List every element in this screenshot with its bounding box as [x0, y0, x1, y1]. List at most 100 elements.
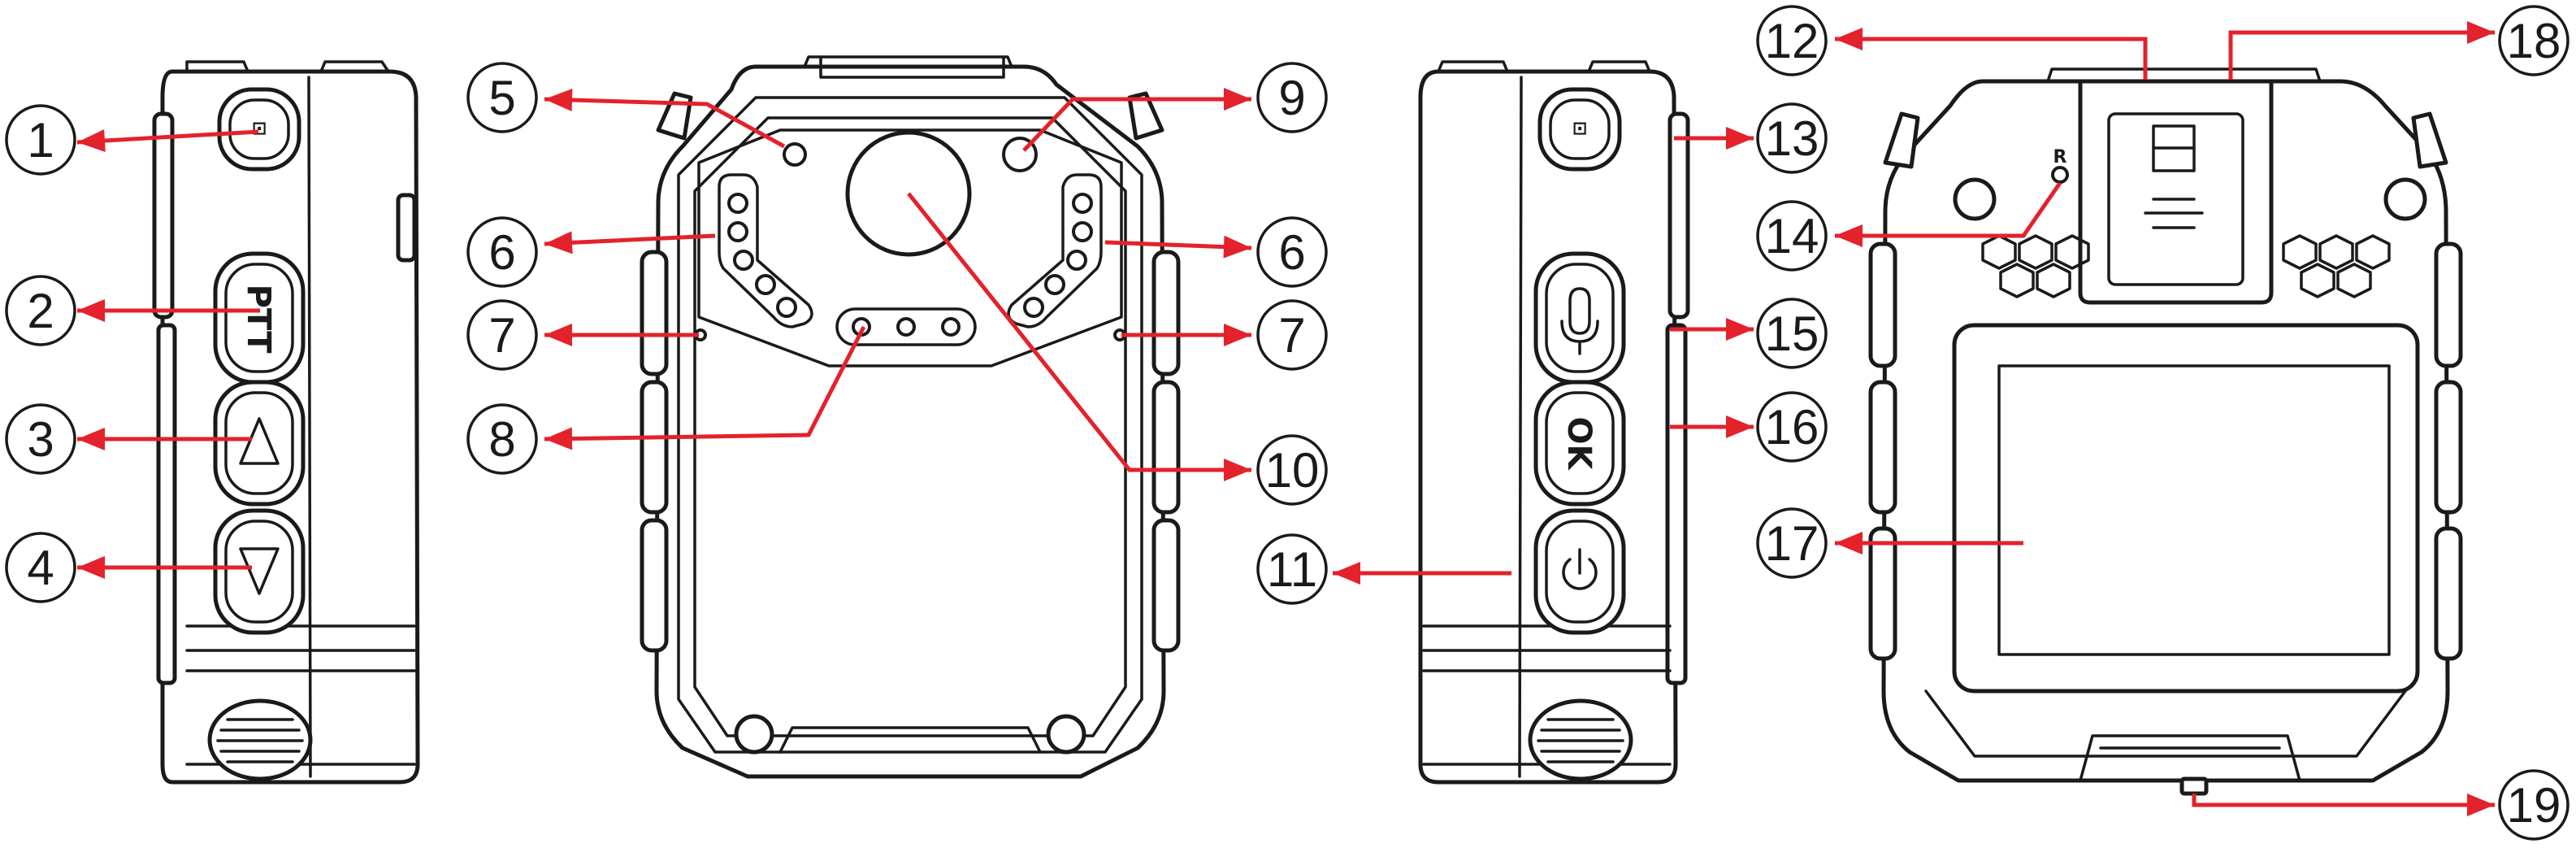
callout-number: 5: [488, 71, 515, 125]
callout-1: 1: [5, 104, 259, 176]
leader-line: [544, 325, 866, 441]
arrowhead: [77, 428, 105, 450]
arrowhead: [2467, 21, 2495, 44]
callout-circle: [2498, 769, 2569, 841]
callout-circle: [1756, 200, 1828, 272]
callout-circle: [466, 62, 538, 133]
callout-circle: [1756, 102, 1828, 174]
led-strip: [835, 307, 977, 346]
leader-line: [1835, 181, 2062, 238]
arrowhead: [1224, 324, 1251, 346]
callout-5: 5: [466, 62, 786, 149]
callout-number: 12: [1765, 14, 1819, 68]
callout-circle: [1756, 507, 1828, 579]
record-button: [217, 87, 301, 172]
bottom-port: [2079, 734, 2301, 782]
callout-number: 8: [488, 412, 515, 467]
callout-number: 4: [27, 541, 54, 595]
callout-18: 18: [2228, 5, 2569, 80]
ir-led: [1072, 221, 1093, 242]
callout-number: 11: [1267, 542, 1317, 597]
callout-number: 10: [1265, 443, 1320, 498]
callout-4: 4: [5, 532, 252, 603]
arrowhead: [544, 89, 573, 112]
callout-6: 6: [1104, 216, 1328, 288]
callout-8: 8: [466, 325, 866, 475]
camera-icon: ⊡: [1572, 119, 1587, 139]
callout-circle: [1256, 533, 1328, 605]
up-button: [213, 380, 306, 507]
ir-led: [755, 274, 776, 295]
honeycomb-vent: [2282, 234, 2391, 298]
callout-circle: [1256, 434, 1328, 506]
belt-clip: [2078, 79, 2274, 305]
arrowhead: [2467, 794, 2495, 816]
arrowhead: [1835, 224, 1863, 247]
reset-label: R: [2053, 147, 2067, 167]
leader-line: [76, 129, 259, 145]
leader-line: [544, 233, 716, 246]
leader-line: [544, 97, 786, 149]
arrowhead: [1726, 318, 1754, 341]
callout-number: 18: [2507, 14, 2561, 68]
arrowhead: [544, 427, 573, 450]
arrowhead: [77, 299, 105, 322]
down-button: [213, 508, 306, 635]
ir-led: [1066, 250, 1087, 271]
left-side-view: ⊡ PTT: [152, 60, 420, 785]
lcd-screen-bezel: [1952, 323, 2420, 694]
leader-line: [1022, 97, 1251, 152]
indicator-light: [783, 142, 807, 167]
arrowhead: [77, 129, 106, 152]
snapshot-button: [1537, 87, 1622, 172]
callout-number: 17: [1765, 516, 1819, 571]
ok-label: OK: [1560, 417, 1598, 472]
callout-6: 6: [466, 216, 716, 288]
ir-led: [1044, 274, 1065, 295]
ir-led: [776, 297, 797, 318]
ir-led: [733, 250, 754, 271]
ir-led: [1072, 193, 1093, 214]
callout-circle: [466, 216, 538, 288]
ptt-label: PTT: [240, 285, 277, 354]
arrowhead: [544, 231, 573, 254]
ir-led: [727, 193, 748, 214]
leader-line: [2228, 30, 2495, 80]
callout-circle: [5, 532, 76, 603]
arrowhead: [544, 324, 572, 346]
down-triangle-icon: [239, 547, 280, 595]
callout-9: 9: [1022, 62, 1328, 152]
callout-number: 19: [2507, 778, 2561, 833]
callout-14: 14: [1756, 181, 2062, 272]
callout-17: 17: [1756, 507, 2023, 579]
microphone-icon: [1560, 287, 1599, 355]
callout-circle: [5, 275, 76, 346]
callout-11: 11: [1256, 533, 1511, 605]
callout-19: 19: [2192, 769, 2569, 841]
callout-number: 7: [1278, 308, 1305, 363]
arrowhead: [1223, 235, 1251, 259]
ir-led: [727, 221, 748, 242]
arrowhead: [1726, 415, 1754, 438]
callout-circle: [1256, 299, 1328, 371]
callout-circle: [5, 403, 76, 475]
callout-number: 14: [1765, 209, 1819, 263]
callout-circle: [1756, 391, 1828, 463]
arrowhead: [1835, 532, 1863, 554]
callout-circle: [5, 104, 76, 176]
arrowhead: [1224, 88, 1251, 111]
callout-number: 2: [27, 284, 54, 338]
callout-number: 7: [488, 308, 515, 363]
power-icon: [1562, 548, 1598, 590]
callout-circle: [2498, 5, 2569, 76]
reset-hole: [2051, 166, 2069, 184]
callout-7: 7: [1121, 299, 1328, 371]
callout-number: 16: [1765, 400, 1819, 454]
callout-number: 15: [1765, 307, 1819, 361]
callout-12: 12: [1756, 5, 2148, 80]
callout-2: 2: [5, 275, 260, 346]
callout-circle: [1256, 216, 1328, 288]
leader-line: [907, 192, 1251, 472]
